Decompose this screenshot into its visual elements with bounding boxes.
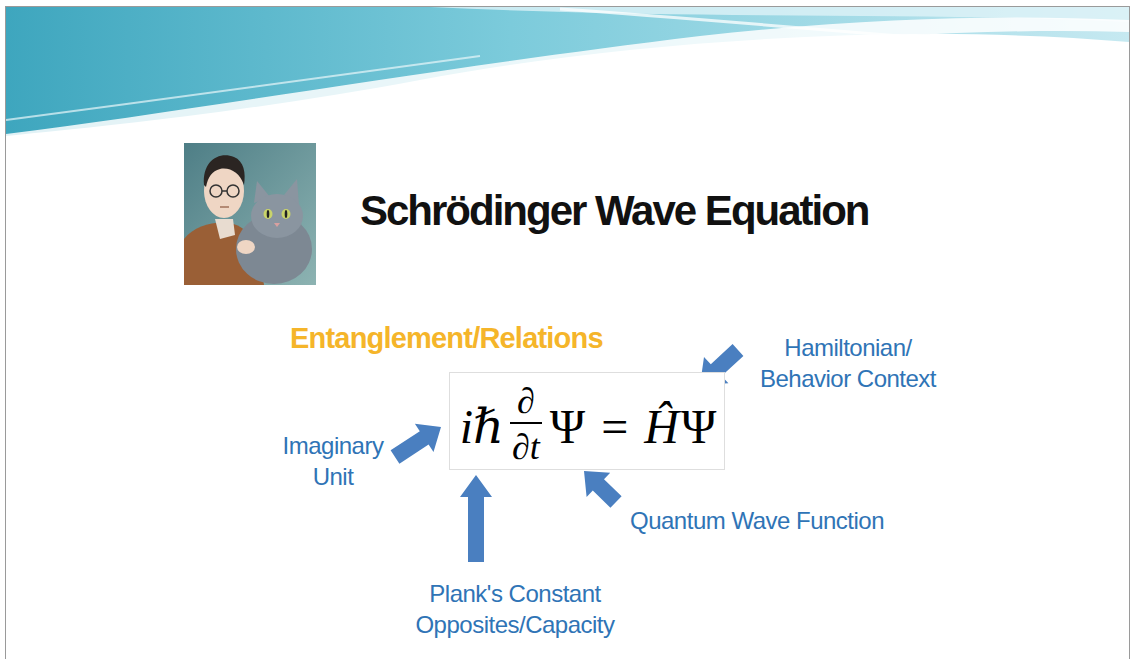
portrait-glasses [210,185,222,197]
callout-label: Hamiltonian/ Behavior Context [758,332,938,394]
equation-term: iℏ [460,403,504,451]
equation-term: Ψ [681,403,716,451]
portrait-collar [215,219,235,239]
callout-label: Quantum Wave Function [630,505,884,536]
portrait-hand [237,240,255,254]
cat-nose [274,223,280,227]
cat-pupil [267,210,270,218]
section-heading: Entanglement/Relations [290,323,603,355]
wave-streak [560,9,1129,52]
pointer-arrow [391,424,441,464]
cat-eye [264,209,273,219]
equation-term: Ψ [550,403,585,451]
callout-label: Imaginary Unit [273,430,393,492]
equation-box: iℏ∂∂tΨ=ĤΨ [449,372,726,470]
callout-label: Plank's Constant Opposites/Capacity [405,578,625,640]
cat-pupil [285,210,288,218]
fraction-bar [510,422,542,424]
wave-swoosh [6,17,1129,142]
portrait-glasses [227,185,239,197]
equation-sign: = [601,403,628,451]
slide-frame [6,7,1130,659]
portrait-hair [204,155,245,187]
fraction-denominator: ∂t [512,429,540,465]
portrait-glasses [222,190,227,192]
portrait-mouth [220,206,229,208]
cat-head [251,194,303,238]
equation-term: Ĥ [644,403,679,451]
fraction-numerator: ∂ [517,383,535,419]
portrait-ground [184,143,316,285]
slide-title: Schrödinger Wave Equation [360,190,869,232]
portrait-illustration [184,143,316,285]
pointer-arrow [584,471,622,508]
wave-streak [6,56,480,120]
cat-eye [282,209,291,219]
pointer-arrow [460,475,492,562]
